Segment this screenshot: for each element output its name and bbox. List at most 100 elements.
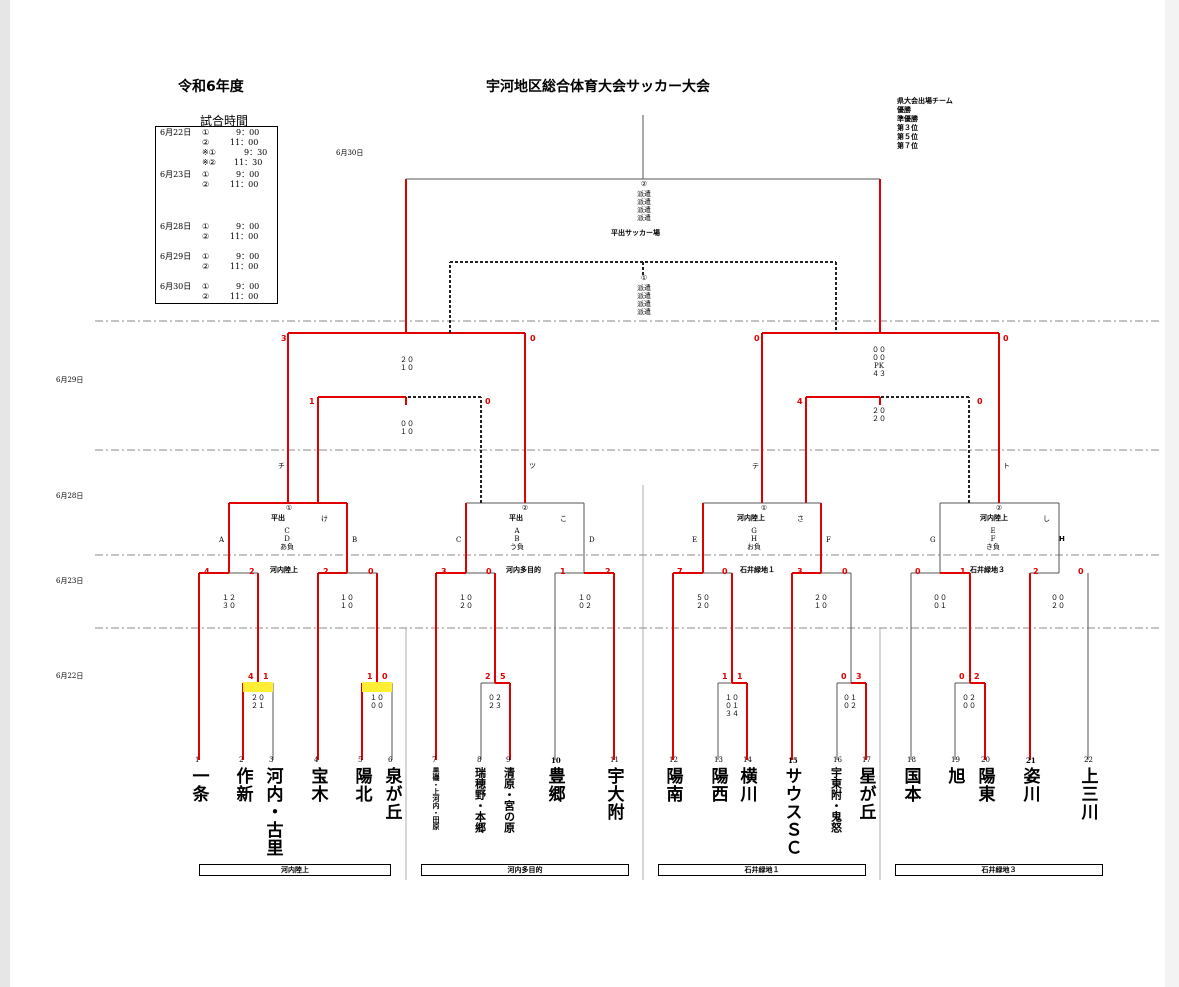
match-code: こ [560, 515, 567, 523]
score: 0 [754, 334, 760, 343]
team-number: 15 [788, 756, 798, 765]
slot-label: ト [1003, 462, 1010, 470]
score: 0 [1003, 334, 1009, 343]
score: 0 [382, 672, 388, 681]
schedule-time: 9：00 [236, 222, 260, 231]
team-name: 宝木 [307, 767, 328, 803]
pk-detail: ０２ ２３ [488, 694, 502, 710]
legend-item: 第３位 [897, 124, 918, 132]
score: 2 [1033, 567, 1039, 576]
score: 3 [281, 334, 287, 343]
match-code: し [1043, 515, 1050, 523]
score: 0 [977, 397, 983, 406]
team-name: 旭 [944, 767, 965, 785]
score: 1 [737, 672, 743, 681]
legend-item: 準優勝 [897, 115, 918, 123]
winner-slot: D [589, 536, 595, 544]
score: 0 [368, 567, 374, 576]
score: 1 [960, 567, 966, 576]
date-label: 6月29日 [56, 376, 84, 384]
legend-item: 優勝 [897, 106, 911, 114]
pk-detail: ２０ ２０ [872, 407, 886, 423]
page-title: 宇河地区総合体育大会サッカー大会 [486, 79, 710, 95]
match-details: C D あ負 [280, 527, 294, 551]
schedule-date: 6月29日 [160, 252, 192, 261]
slot-label: チ [278, 462, 285, 470]
match-venue: 河内陸上 [737, 514, 765, 522]
pk-detail: ５０ ２０ [696, 594, 710, 610]
team-name: 横川 [736, 767, 757, 803]
year-title: 令和6年度 [178, 79, 244, 95]
team-name: 黒磯・上河内・田原 [432, 767, 440, 830]
team-name: 泉が丘 [381, 767, 402, 821]
team-number: 13 [714, 756, 723, 764]
schedule-time: 11：00 [230, 262, 259, 271]
schedule-slot: ※② [202, 158, 216, 167]
match-number: ① [285, 504, 293, 512]
winner-slot: E [692, 536, 698, 544]
schedule-label: 試合時間 [200, 114, 249, 128]
team-number: 4 [314, 756, 319, 764]
winner-slot: C [456, 536, 462, 544]
score: 4 [248, 672, 254, 681]
score: 5 [500, 672, 506, 681]
team-name: 姿川 [1019, 767, 1040, 803]
team-number: 21 [1026, 756, 1036, 765]
schedule-slot: ① [202, 222, 210, 231]
pk-detail: ０２ ００ [962, 694, 976, 710]
score: 2 [323, 567, 329, 576]
score: 2 [249, 567, 255, 576]
venue-label: 河内多目的 [506, 566, 541, 574]
match-code: さ [797, 515, 804, 523]
team-name: サウスＳＣ [781, 767, 802, 857]
team-name: 瑞穂野・本郷 [473, 767, 487, 833]
score: 3 [441, 567, 447, 576]
team-name: 一条 [188, 767, 209, 803]
team-number: 22 [1084, 756, 1093, 764]
date-label: 6月23日 [56, 577, 84, 585]
score: 0 [486, 567, 492, 576]
date-label: 6月30日 [336, 149, 364, 157]
score: 1 [367, 672, 373, 681]
winner-slot: A [219, 536, 225, 544]
schedule-time: 11：00 [230, 232, 259, 241]
team-name: 豊郷 [544, 767, 565, 803]
team-name: 宇大附 [603, 767, 624, 821]
team-number: 18 [907, 756, 916, 764]
final-details: 派遣 派遣 派遣 派遣 [637, 190, 651, 222]
venue-label: 石井緑地１ [740, 566, 775, 574]
schedule-time: 11：00 [230, 138, 259, 147]
schedule-slot: ① [202, 282, 210, 291]
score: 2 [605, 567, 611, 576]
team-name: 宇東附・鬼怒 [829, 767, 843, 833]
score: 1 [560, 567, 566, 576]
pk-detail: １０ ００ [370, 694, 384, 710]
score: 4 [204, 567, 210, 576]
schedule-time: 9：00 [236, 128, 260, 137]
venue-box: 河内多目的 [421, 864, 629, 876]
final-number: ② [640, 180, 648, 188]
team-number: 12 [669, 756, 678, 764]
venue-label: 河内陸上 [270, 566, 298, 574]
pk-detail: １０ １０ [340, 594, 354, 610]
team-number: 2 [239, 756, 244, 764]
match-number: ② [521, 504, 529, 512]
schedule-slot: ② [202, 180, 210, 189]
team-number: 5 [358, 756, 363, 764]
pk-detail: ００ ０１ [933, 594, 947, 610]
team-number: 9 [506, 756, 511, 764]
third-place-details: 派遣 派遣 派遣 派遣 [637, 284, 651, 316]
match-number: ① [760, 504, 768, 512]
team-name: 国本 [900, 767, 921, 803]
slot-label: ツ [529, 462, 536, 470]
highlight-box [362, 682, 392, 692]
match-details: E F き負 [986, 527, 1000, 551]
legend-item: 第７位 [897, 142, 918, 150]
team-name: 清原・宮の原 [502, 767, 516, 833]
team-name: 上三川 [1077, 767, 1098, 821]
schedule-date: 6月28日 [160, 222, 192, 231]
schedule-slot: ② [202, 262, 210, 271]
right-margin [1165, 0, 1179, 987]
team-name: 河内・古里 [262, 767, 283, 857]
